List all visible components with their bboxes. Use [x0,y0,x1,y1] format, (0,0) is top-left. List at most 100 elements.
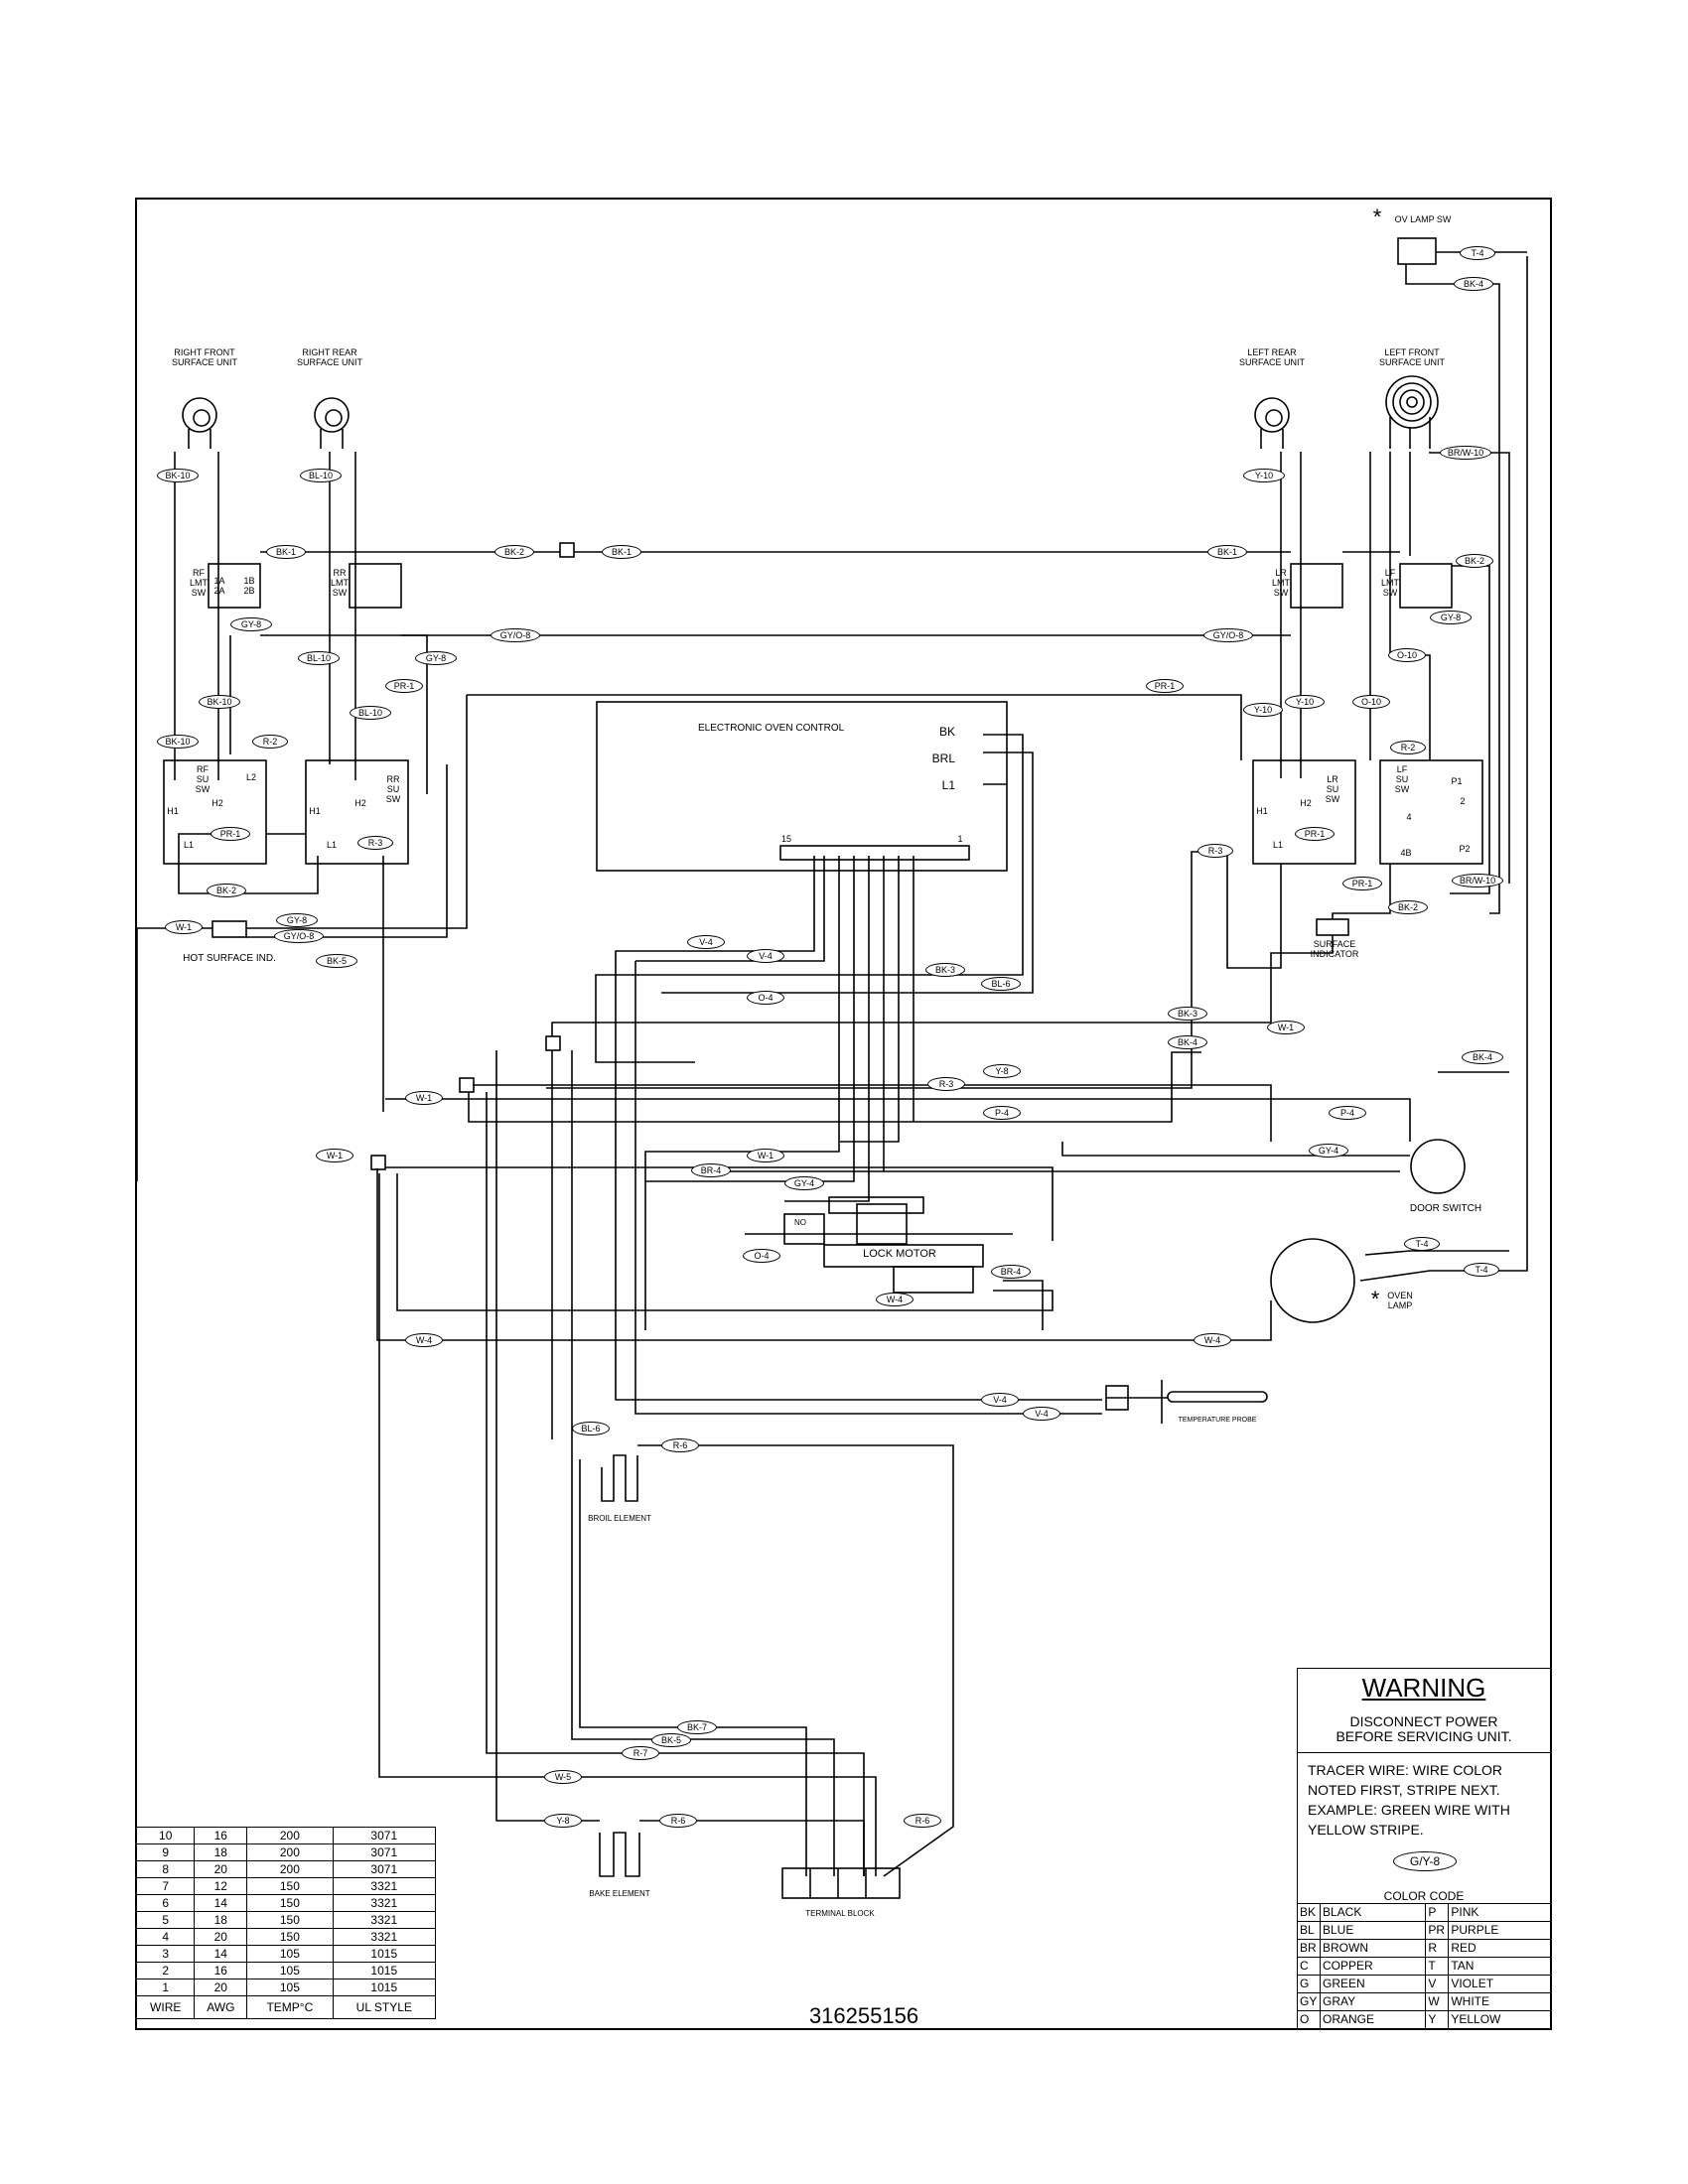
wire-tag: O-4 [747,991,784,1005]
oven-lamp-label: OVEN LAMP [1387,1291,1413,1310]
wire-tag: GY-4 [1309,1144,1348,1158]
door-switch-icon [1410,1139,1466,1194]
color-code-cell: T [1425,1957,1450,1976]
wire-table-cell: 16 [194,1827,248,1844]
rf-l1: L1 [183,840,194,850]
color-code-cell: WHITE [1448,1992,1551,2011]
color-code-cell: Y [1425,2010,1450,2029]
wire-tag: V-4 [687,935,725,949]
lf-lmt-sw-label: LF LMT SW [1381,568,1399,598]
wire-table-cell: 2 [135,1962,196,1979]
lr-l1: L1 [1272,840,1283,850]
wire-tag: BK-3 [1168,1007,1207,1021]
wire-table-cell: 14 [194,1945,248,1963]
color-code-cell: PINK [1448,1903,1551,1922]
lock-motor-label: LOCK MOTOR [863,1248,936,1260]
wire-tag: R-6 [659,1814,697,1828]
wire-tag: V-4 [1023,1407,1060,1421]
wire-tag: R-2 [252,735,288,749]
rf-h2: H2 [211,798,223,808]
wire-tag: BL-6 [981,977,1021,991]
eoc-l1-label: L1 [942,778,956,792]
wire-tag: R-3 [1197,844,1233,858]
rf-surface-switch [163,759,267,865]
ul-style-header: UL STYLE [332,1995,437,2019]
wire-table-cell: 3321 [332,1911,437,1929]
wire-tag: Y-8 [983,1064,1021,1078]
wire-table-cell: 105 [246,1945,334,1963]
wire-tag: BK-4 [1462,1050,1503,1064]
left-rear-coil-icon [1254,397,1290,449]
lr-limit-switch [1290,563,1343,609]
hot-surface-indicator [211,920,247,938]
color-code-title: COLOR CODE [1383,1889,1465,1903]
lf-surface-switch [1379,759,1483,865]
left-front-coil-icon [1385,375,1439,449]
lr-lmt-sw-label: LR LMT SW [1272,568,1290,598]
warning-box: WARNING DISCONNECT POWER BEFORE SERVICIN… [1297,1668,1551,2029]
bake-element-label: BAKE ELEMENT [589,1889,649,1898]
lf-2: 2 [1460,796,1466,806]
wire-tag: BK-10 [157,735,199,749]
rf-1b: 1B [243,576,255,586]
wire-table-cell: 3 [135,1945,196,1963]
wire-tag: PR-1 [385,679,423,693]
example-tag: G/Y-8 [1393,1851,1457,1871]
eoc-connector [779,845,970,861]
eoc-title: ELECTRONIC OVEN CONTROL [698,723,845,734]
rf-l2: L2 [245,772,256,782]
electronic-oven-control [596,701,1008,872]
wire-tag: Y-8 [544,1814,582,1828]
color-code-cell: V [1425,1975,1450,1993]
color-code-cell: GY [1297,1992,1321,2011]
left-front-label: LEFT FRONT SURFACE UNIT [1378,347,1445,367]
wire-tag: BK-4 [1168,1035,1207,1049]
wire-table-cell: 5 [135,1911,196,1929]
color-code-cell: BROWN [1319,1939,1427,1958]
wire-table-cell: 12 [194,1877,248,1895]
wire-tag: GY-8 [1430,611,1472,624]
wire-tag: W-1 [165,920,203,934]
eoc-pin-15: 15 [781,834,791,844]
rf-2b: 2B [243,586,255,596]
wire-tag: T-4 [1460,246,1495,260]
temp-header: TEMP°C [246,1995,334,2019]
rr-lmt-sw-label: RR LMT SW [331,568,349,598]
wire-table-cell: 200 [246,1827,334,1844]
warning-subtitle: DISCONNECT POWER BEFORE SERVICING UNIT. [1336,1713,1512,1744]
rf-2a: 2A [213,586,225,596]
wire-tag: BR-4 [691,1163,731,1177]
wire-table-cell: 20 [194,1928,248,1946]
ov-lamp-sw-label: OV LAMP SW [1395,214,1452,224]
drawing-border [135,198,1552,2030]
junction-white [370,1155,386,1170]
junction-mid [545,1035,561,1051]
wire-table-cell: 1015 [332,1979,437,1996]
eoc-brl-label: BRL [932,751,956,765]
wire-tag: BK-4 [1454,277,1493,291]
wire-tag: PR-1 [1295,827,1335,841]
lr-h2: H2 [1300,798,1312,808]
warning-title: WARNING [1361,1673,1486,1703]
wire-tag: GY-8 [230,617,272,631]
wire-table-cell: 200 [246,1860,334,1878]
wire-tag: BR/W-10 [1452,874,1503,887]
wire-tag: BK-1 [266,545,306,559]
junction-top [559,542,575,558]
wire-table-cell: 105 [246,1979,334,1996]
lf-4b: 4B [1400,848,1412,858]
wire-tag: GY-8 [415,651,457,665]
rf-su-sw-label: RF SU SW [195,764,211,794]
wire-tag: W-1 [405,1091,443,1105]
wire-tag: W-4 [1194,1333,1231,1347]
lf-su-sw-label: LF SU SW [1394,764,1410,794]
wire-tag: R-3 [927,1077,965,1091]
wire-tag: BL-10 [350,706,391,720]
wire-tag: O-4 [743,1249,780,1263]
